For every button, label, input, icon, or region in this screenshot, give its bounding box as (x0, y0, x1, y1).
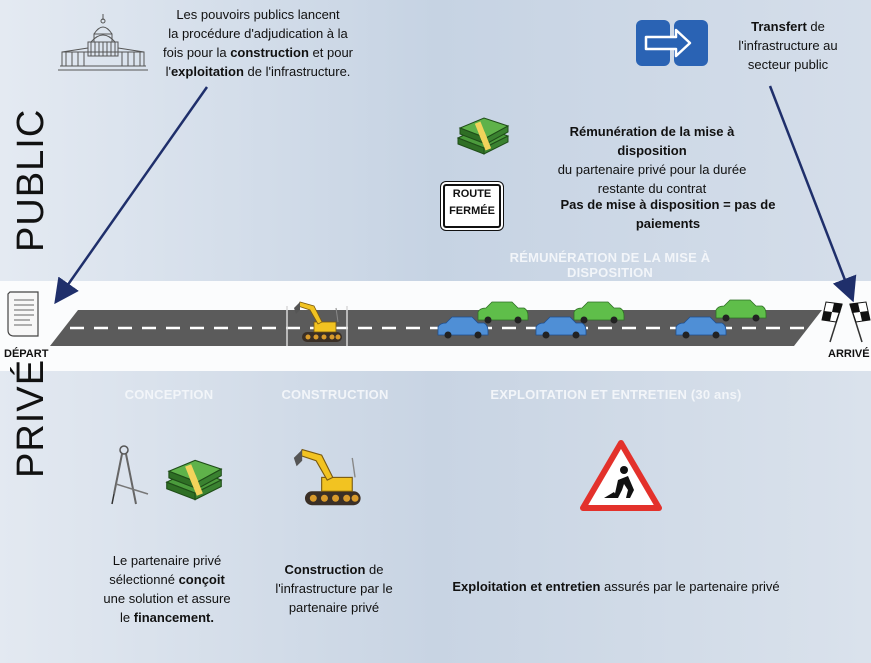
operation-post: assurés par le partenaire privé (600, 579, 780, 594)
conception-line-4: le financement. (90, 608, 244, 627)
document-icon (7, 291, 39, 337)
construction-bold: Construction (284, 562, 366, 577)
financement-bold: financement. (133, 610, 214, 625)
remuneration-line-3: restante du contrat (597, 181, 707, 196)
conception-line-3: une solution et assure (103, 591, 231, 606)
car-green-3 (715, 299, 767, 322)
remuneration-line-2: du partenaire privé pour la durée (557, 162, 747, 177)
money-icon-bottom (165, 459, 223, 501)
car-blue-2 (535, 316, 587, 339)
procurement-line-2: la procédure d'adjudication à la (168, 26, 348, 41)
remuneration-band-label: RÉMUNÉRATION DE LA MISE À DISPOSITION (509, 250, 711, 280)
construction-description: Construction de l'infrastructure par le … (262, 560, 406, 617)
remuneration-bold: Rémunération de la mise à disposition (569, 124, 735, 158)
road-sign-line-1: ROUTE (452, 188, 492, 200)
transfer-bold: Transfert (751, 19, 807, 34)
car-blue-1 (437, 316, 489, 339)
checkered-flags-icon (821, 301, 871, 343)
money-icon (456, 117, 510, 155)
road-closed-sign: ROUTE FERMÉE (443, 184, 501, 228)
phase-conception: CONCEPTION (124, 387, 214, 402)
conception-line-4-pre: le (120, 610, 134, 625)
transfer-icon (636, 20, 708, 66)
remuneration-text: Rémunération de la mise à disposition du… (536, 122, 768, 198)
construction-line-3: partenaire privé (288, 600, 380, 615)
procurement-line-3-pre: fois pour la (162, 45, 231, 60)
transfer-text: Transfert de l'infrastructure au secteur… (716, 17, 860, 74)
private-band (0, 371, 871, 663)
car-green-1 (477, 301, 529, 324)
roadwork-sign-icon (580, 440, 662, 511)
capitol-icon (58, 14, 148, 71)
transfer-line-1-post: de (806, 19, 825, 34)
remuneration-line-1: Rémunération de la mise à disposition (536, 122, 768, 160)
road-sign-line-2: FERMÉE (449, 205, 495, 217)
procurement-exploitation-bold: exploitation (170, 64, 244, 79)
public-band (0, 0, 871, 281)
procurement-line-4-pre: l' (165, 64, 171, 79)
end-label: ARRIVÉ (828, 348, 870, 360)
procurement-arrow (54, 86, 209, 305)
construction-line-2: l'infrastructure par le (275, 581, 393, 596)
no-availability-text: Pas de mise à disposition = pas de paiem… (528, 195, 808, 233)
procurement-text: Les pouvoirs publics lancent la procédur… (146, 5, 370, 81)
transfer-line-3: secteur public (747, 57, 829, 72)
excavator-icon (293, 448, 361, 506)
operation-bold: Exploitation et entretien (452, 579, 601, 594)
conception-line-1: Le partenaire privé (112, 553, 222, 568)
start-label: DÉPART (4, 348, 49, 360)
transfer-arrow (768, 85, 857, 303)
conception-description: Le partenaire privé sélectionné conçoit … (90, 551, 244, 627)
operation-description: Exploitation et entretien assurés par le… (448, 577, 784, 596)
procurement-line-3-post: et pour (308, 45, 354, 60)
conception-bold: conçoit (178, 572, 225, 587)
car-blue-3 (675, 316, 727, 339)
procurement-line-4: l'exploitation de l'infrastructure. (146, 62, 370, 81)
construction-line-1-post: de (365, 562, 384, 577)
conception-line-2-pre: sélectionné (109, 572, 179, 587)
phase-operation: EXPLOITATION ET ENTRETIEN (30 ans) (490, 387, 742, 402)
procurement-line-4-post: de l'infrastructure. (243, 64, 351, 79)
transfer-line-1: Transfert de (716, 17, 860, 36)
excavator-road-icon (294, 301, 342, 342)
construction-line-1: Construction de (262, 560, 406, 579)
conception-line-2: sélectionné conçoit (90, 570, 244, 589)
procurement-line-1: Les pouvoirs publics lancent (176, 7, 340, 22)
phase-construction: CONSTRUCTION (281, 387, 389, 402)
compass-icon (111, 445, 149, 505)
procurement-construction-bold: construction (230, 45, 309, 60)
car-green-2 (573, 301, 625, 324)
no-availability-label: Pas de mise à disposition = pas de paiem… (560, 197, 776, 231)
transfer-line-2: l'infrastructure au (738, 38, 838, 53)
procurement-line-3: fois pour la construction et pour (146, 43, 370, 62)
